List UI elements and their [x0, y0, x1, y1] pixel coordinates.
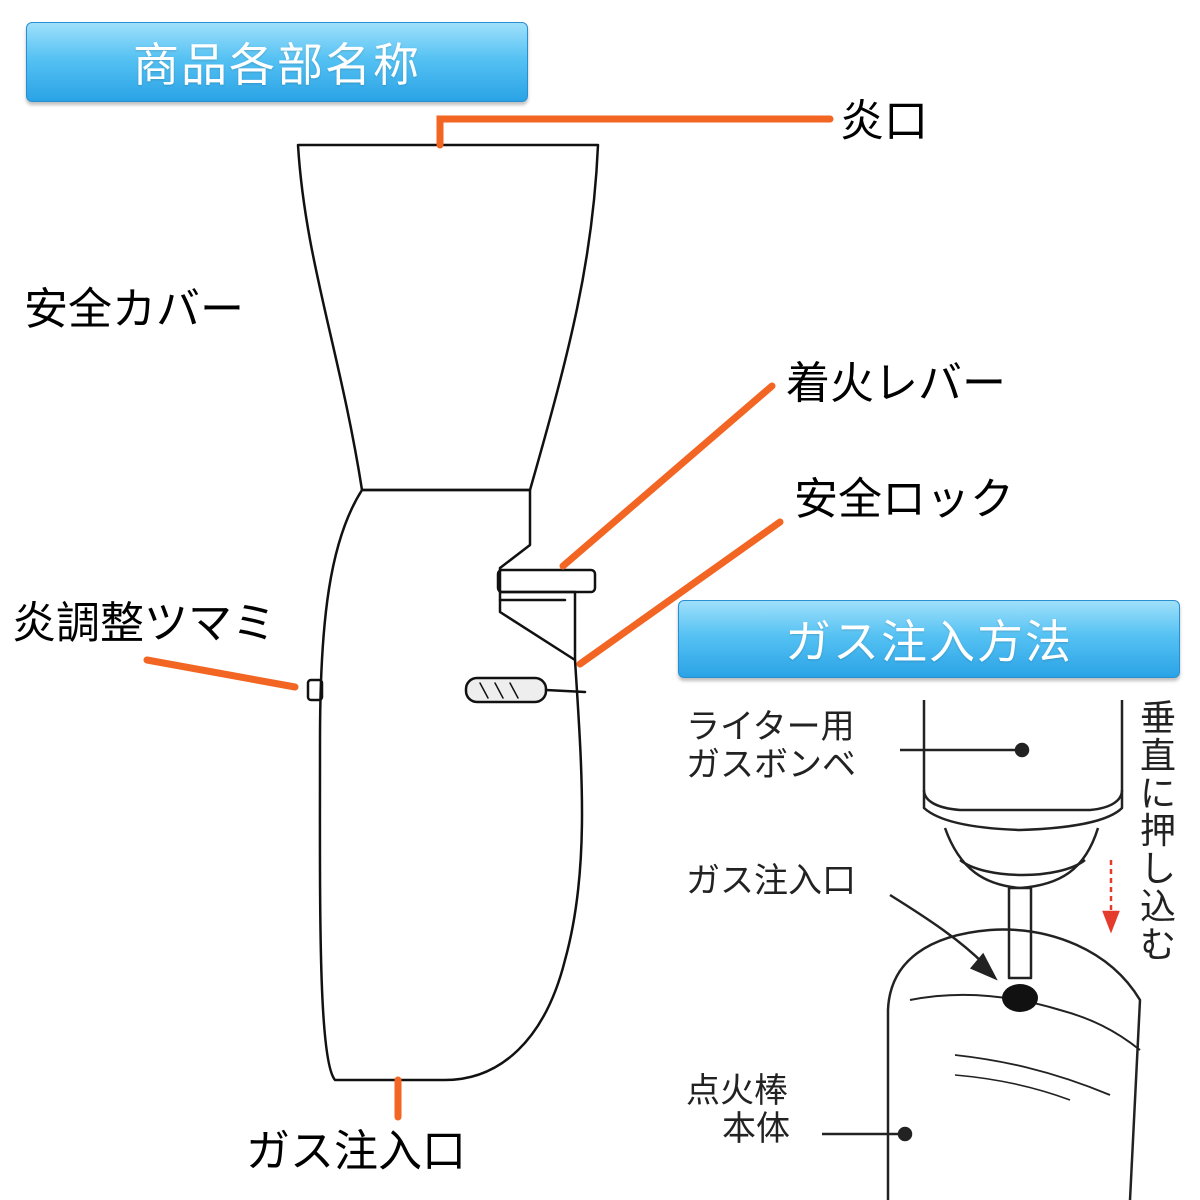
vert-char-6: 込	[1139, 886, 1176, 928]
safety-lock-shape	[464, 676, 548, 704]
vert-char-7: む	[1139, 924, 1176, 966]
body-label-line2: 本体	[722, 1109, 790, 1150]
vert-char-3: に	[1139, 773, 1176, 815]
vert-char-5: し	[1139, 849, 1176, 891]
inset-gas-inlet-label: ガス注入口	[686, 861, 856, 901]
ignition-lever-label: 着火レバー	[786, 358, 1006, 409]
lighter-body-inset-shape	[886, 928, 1142, 1200]
flame-adjust-knob-label: 炎調整ツマミ	[12, 598, 276, 649]
gas-inlet-hole-shape	[1002, 984, 1038, 1012]
push-arrow	[1102, 860, 1120, 934]
gas-inlet-inset-drawing	[886, 700, 1142, 1200]
press-vertically-label: 垂 直 に 押 し 込 む	[1138, 700, 1178, 965]
gas-cylinder-label-line1: ライター用	[686, 707, 855, 747]
gas-method-banner: ガス注入方法	[678, 600, 1180, 678]
body-label: 点火棒 本体	[686, 1072, 790, 1148]
gas-method-title: ガス注入方法	[785, 615, 1073, 669]
flame-port-label: 炎口	[840, 96, 928, 147]
flame-adjust-knob-shape	[306, 678, 324, 702]
gas-cylinder-label-line2: ガスボンベ	[686, 745, 856, 786]
parts-names-title: 商品各部名称	[133, 38, 421, 92]
vert-char-2: 直	[1139, 735, 1176, 777]
safety-cover-shape	[296, 143, 600, 492]
ignition-lever-shape	[496, 568, 597, 594]
flame-port-leader	[436, 115, 834, 149]
ignition-lever-leader	[559, 382, 776, 570]
flame-adjust-leader	[143, 656, 299, 691]
lighter-body-shape	[318, 488, 584, 1082]
gas-cylinder-label: ライター用 ガスボンベ	[686, 708, 856, 784]
safety-lock-leader	[576, 518, 784, 668]
gas-cylinder-shape	[922, 700, 1124, 812]
body-label-line1: 点火棒	[686, 1071, 788, 1111]
parts-names-banner: 商品各部名称	[26, 22, 528, 102]
safety-cover-label: 安全カバー	[24, 284, 244, 335]
vert-char-4: 押	[1139, 811, 1176, 853]
gas-inlet-label: ガス注入口	[246, 1126, 466, 1177]
safety-lock-label: 安全ロック	[794, 474, 1014, 525]
vert-char-1: 垂	[1139, 698, 1176, 739]
